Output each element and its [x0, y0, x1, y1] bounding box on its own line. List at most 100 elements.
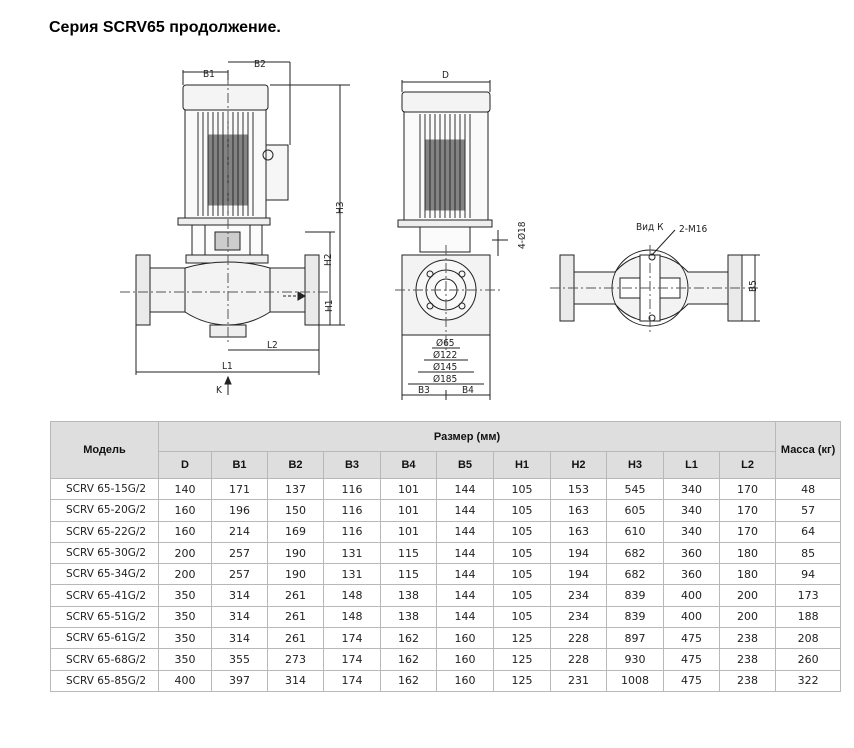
- label-hole: 4-Ø18: [516, 221, 528, 249]
- table-cell: 200: [718, 584, 777, 607]
- table-cell: 160: [158, 499, 212, 522]
- table-cell: 188: [775, 605, 842, 629]
- table-cell: 196: [211, 499, 268, 522]
- model-cell: SCRV 65-22G/2: [50, 520, 159, 543]
- label-d122: Ø122: [433, 349, 457, 361]
- table-cell: 144: [436, 605, 494, 629]
- side-view: [395, 80, 508, 400]
- table-cell: 137: [267, 477, 324, 501]
- table-cell: 140: [158, 477, 212, 501]
- column-header: D: [158, 451, 212, 479]
- table-cell: 180: [718, 541, 777, 565]
- table-cell: 116: [323, 499, 381, 522]
- table-cell: 85: [775, 541, 842, 565]
- column-header: B3: [323, 451, 381, 479]
- column-header: H2: [550, 451, 607, 479]
- label-l1: L1: [222, 361, 233, 372]
- label-d145: Ø145: [433, 361, 457, 373]
- table-cell: 163: [550, 520, 607, 543]
- table-cell: 148: [323, 584, 381, 607]
- column-header: B4: [380, 451, 437, 479]
- table-cell: 170: [718, 477, 777, 501]
- table-cell: 475: [663, 648, 720, 671]
- table-cell: 475: [663, 627, 720, 650]
- model-cell: SCRV 65-68G/2: [50, 648, 159, 671]
- table-cell: 190: [267, 563, 324, 586]
- label-l2: L2: [267, 340, 278, 351]
- table-cell: 897: [606, 627, 664, 650]
- table-cell: 57: [775, 499, 842, 522]
- table-cell: 131: [323, 541, 381, 565]
- column-header: B2: [267, 451, 324, 479]
- table-cell: 397: [211, 669, 268, 692]
- column-header: L1: [663, 451, 720, 479]
- pump-dimension-drawing: B1 B2 H3 H2 H1 L2 L1 K: [120, 59, 760, 400]
- table-cell: 144: [436, 563, 494, 586]
- column-header: H3: [606, 451, 664, 479]
- table-cell: 144: [436, 520, 494, 543]
- table-cell: 273: [267, 648, 324, 671]
- model-cell: SCRV 65-20G/2: [50, 499, 159, 522]
- table-cell: 180: [718, 563, 777, 586]
- table-cell: 400: [158, 669, 212, 692]
- label-d185: Ø185: [433, 373, 457, 385]
- table-cell: 839: [606, 584, 664, 607]
- table-cell: 115: [380, 541, 437, 565]
- label-h2: H2: [323, 254, 334, 267]
- table-cell: 200: [718, 605, 777, 629]
- table-cell: 238: [718, 627, 777, 650]
- table-cell: 238: [718, 669, 777, 692]
- model-cell: SCRV 65-30G/2: [50, 541, 159, 565]
- column-header: B1: [211, 451, 268, 479]
- view-k: [550, 229, 760, 332]
- table-cell: 138: [380, 605, 437, 629]
- table-cell: 169: [267, 520, 324, 543]
- table-cell: 350: [158, 605, 212, 629]
- table-cell: 171: [211, 477, 268, 501]
- table-cell: 261: [267, 627, 324, 650]
- table-cell: 105: [493, 499, 551, 522]
- table-cell: 101: [380, 477, 437, 501]
- model-cell: SCRV 65-34G/2: [50, 563, 159, 586]
- table-cell: 194: [550, 563, 607, 586]
- header-mass: Масса (кг): [775, 421, 842, 479]
- model-cell: SCRV 65-61G/2: [50, 627, 159, 650]
- label-b5: B5: [748, 280, 759, 292]
- table-cell: 105: [493, 477, 551, 501]
- table-cell: 340: [663, 477, 720, 501]
- table-cell: 174: [323, 627, 381, 650]
- table-cell: 174: [323, 648, 381, 671]
- table-cell: 105: [493, 520, 551, 543]
- table-cell: 170: [718, 499, 777, 522]
- table-cell: 160: [436, 648, 494, 671]
- table-cell: 257: [211, 541, 268, 565]
- table-cell: 144: [436, 499, 494, 522]
- table-cell: 48: [775, 477, 842, 501]
- table-cell: 116: [323, 520, 381, 543]
- table-cell: 228: [550, 648, 607, 671]
- table-cell: 930: [606, 648, 664, 671]
- column-header: L2: [718, 451, 777, 479]
- table-cell: 125: [493, 669, 551, 692]
- label-m16: 2-M16: [679, 224, 707, 235]
- model-cell: SCRV 65-85G/2: [50, 669, 159, 692]
- table-cell: 355: [211, 648, 268, 671]
- table-cell: 150: [267, 499, 324, 522]
- table-cell: 340: [663, 520, 720, 543]
- table-cell: 115: [380, 563, 437, 586]
- label-b4: B4: [462, 385, 474, 396]
- table-cell: 160: [436, 627, 494, 650]
- table-cell: 545: [606, 477, 664, 501]
- table-cell: 162: [380, 669, 437, 692]
- table-cell: 200: [158, 563, 212, 586]
- table-cell: 350: [158, 584, 212, 607]
- table-cell: 101: [380, 520, 437, 543]
- label-d: D: [442, 70, 449, 81]
- label-b3: B3: [418, 385, 430, 396]
- table-cell: 162: [380, 627, 437, 650]
- table-cell: 605: [606, 499, 664, 522]
